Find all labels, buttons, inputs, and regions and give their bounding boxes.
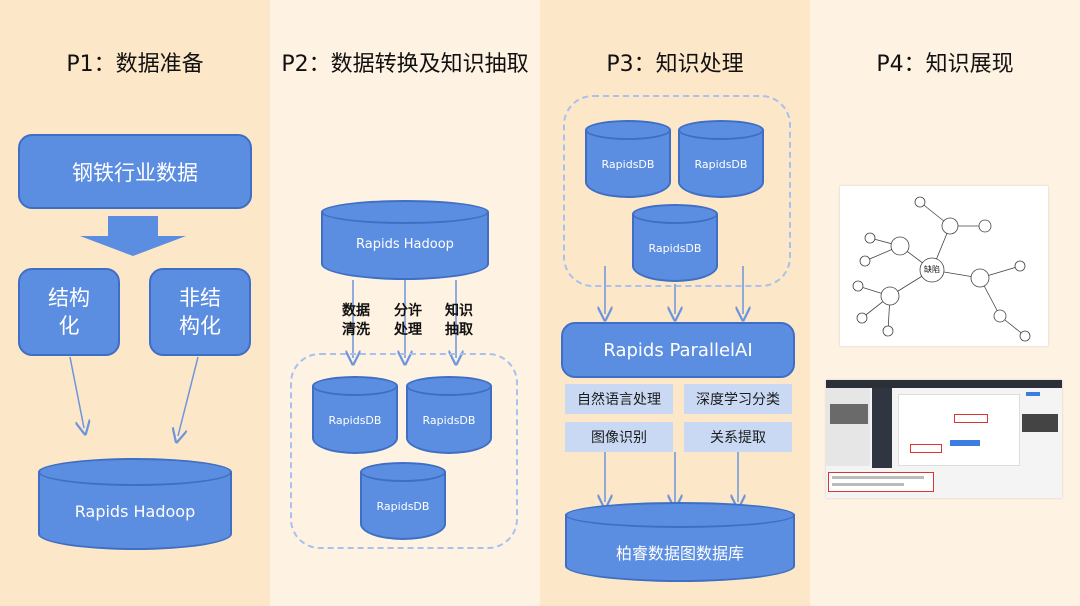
- parallelai-box: Rapids ParallelAI: [561, 322, 795, 378]
- p2-db-3-label: RapidsDB: [376, 500, 430, 513]
- p2-db-2: RapidsDB: [406, 376, 492, 454]
- p2-db-1-label: RapidsDB: [328, 414, 382, 427]
- p1-hadoop-cylinder: Rapids Hadoop: [38, 458, 232, 550]
- p3-db-2-label: RapidsDB: [694, 158, 748, 171]
- p3-db-group: [563, 95, 791, 287]
- graph-center-label: 缺陷: [924, 265, 940, 274]
- p2-db-group: [290, 353, 518, 549]
- p3-db-3: RapidsDB: [632, 204, 718, 282]
- task-image-recognition: 图像识别: [565, 422, 673, 452]
- p3-db-3-label: RapidsDB: [648, 242, 702, 255]
- structured-box: 结构化: [18, 268, 120, 356]
- p2-db-1: RapidsDB: [312, 376, 398, 454]
- task-nlp: 自然语言处理: [565, 384, 673, 414]
- knowledge-graph-svg: [852, 196, 1031, 342]
- title-p3: P3：知识处理: [606, 52, 744, 77]
- p2-db-3: RapidsDB: [360, 462, 446, 540]
- knowledge-graph-image: 缺陷: [840, 186, 1048, 346]
- source-data-box: 钢铁行业数据: [18, 134, 252, 209]
- arrow-unstructured-hadoop: [178, 356, 199, 436]
- p3-db-1-label: RapidsDB: [601, 158, 655, 171]
- title-p1: P1：数据准备: [66, 52, 204, 77]
- p1-hadoop-label: Rapids Hadoop: [74, 502, 196, 521]
- step-extract: 知识抽取: [445, 303, 473, 338]
- p3-db-2: RapidsDB: [678, 120, 764, 198]
- down-block-arrow: [80, 216, 186, 256]
- p3-db-1: RapidsDB: [585, 120, 671, 198]
- p2-db-2-label: RapidsDB: [422, 414, 476, 427]
- graphdb-label: 柏睿数据图数据库: [615, 544, 744, 563]
- p2-hadoop-cylinder: Rapids Hadoop: [321, 200, 489, 280]
- title-p4: P4：知识展现: [876, 52, 1014, 77]
- arrow-structured-hadoop: [69, 356, 84, 428]
- p2-hadoop-label: Rapids Hadoop: [356, 237, 454, 252]
- graphdb-cylinder: 柏睿数据图数据库: [565, 502, 795, 582]
- step-clean: 数据清洗: [342, 303, 370, 338]
- task-dl-classify: 深度学习分类: [684, 384, 792, 414]
- title-p2: P2：数据转换及知识抽取: [281, 52, 529, 77]
- app-screenshot-image: [826, 380, 1062, 498]
- task-relation-extract: 关系提取: [684, 422, 792, 452]
- step-process: 分许处理: [394, 303, 422, 338]
- unstructured-box: 非结构化: [149, 268, 251, 356]
